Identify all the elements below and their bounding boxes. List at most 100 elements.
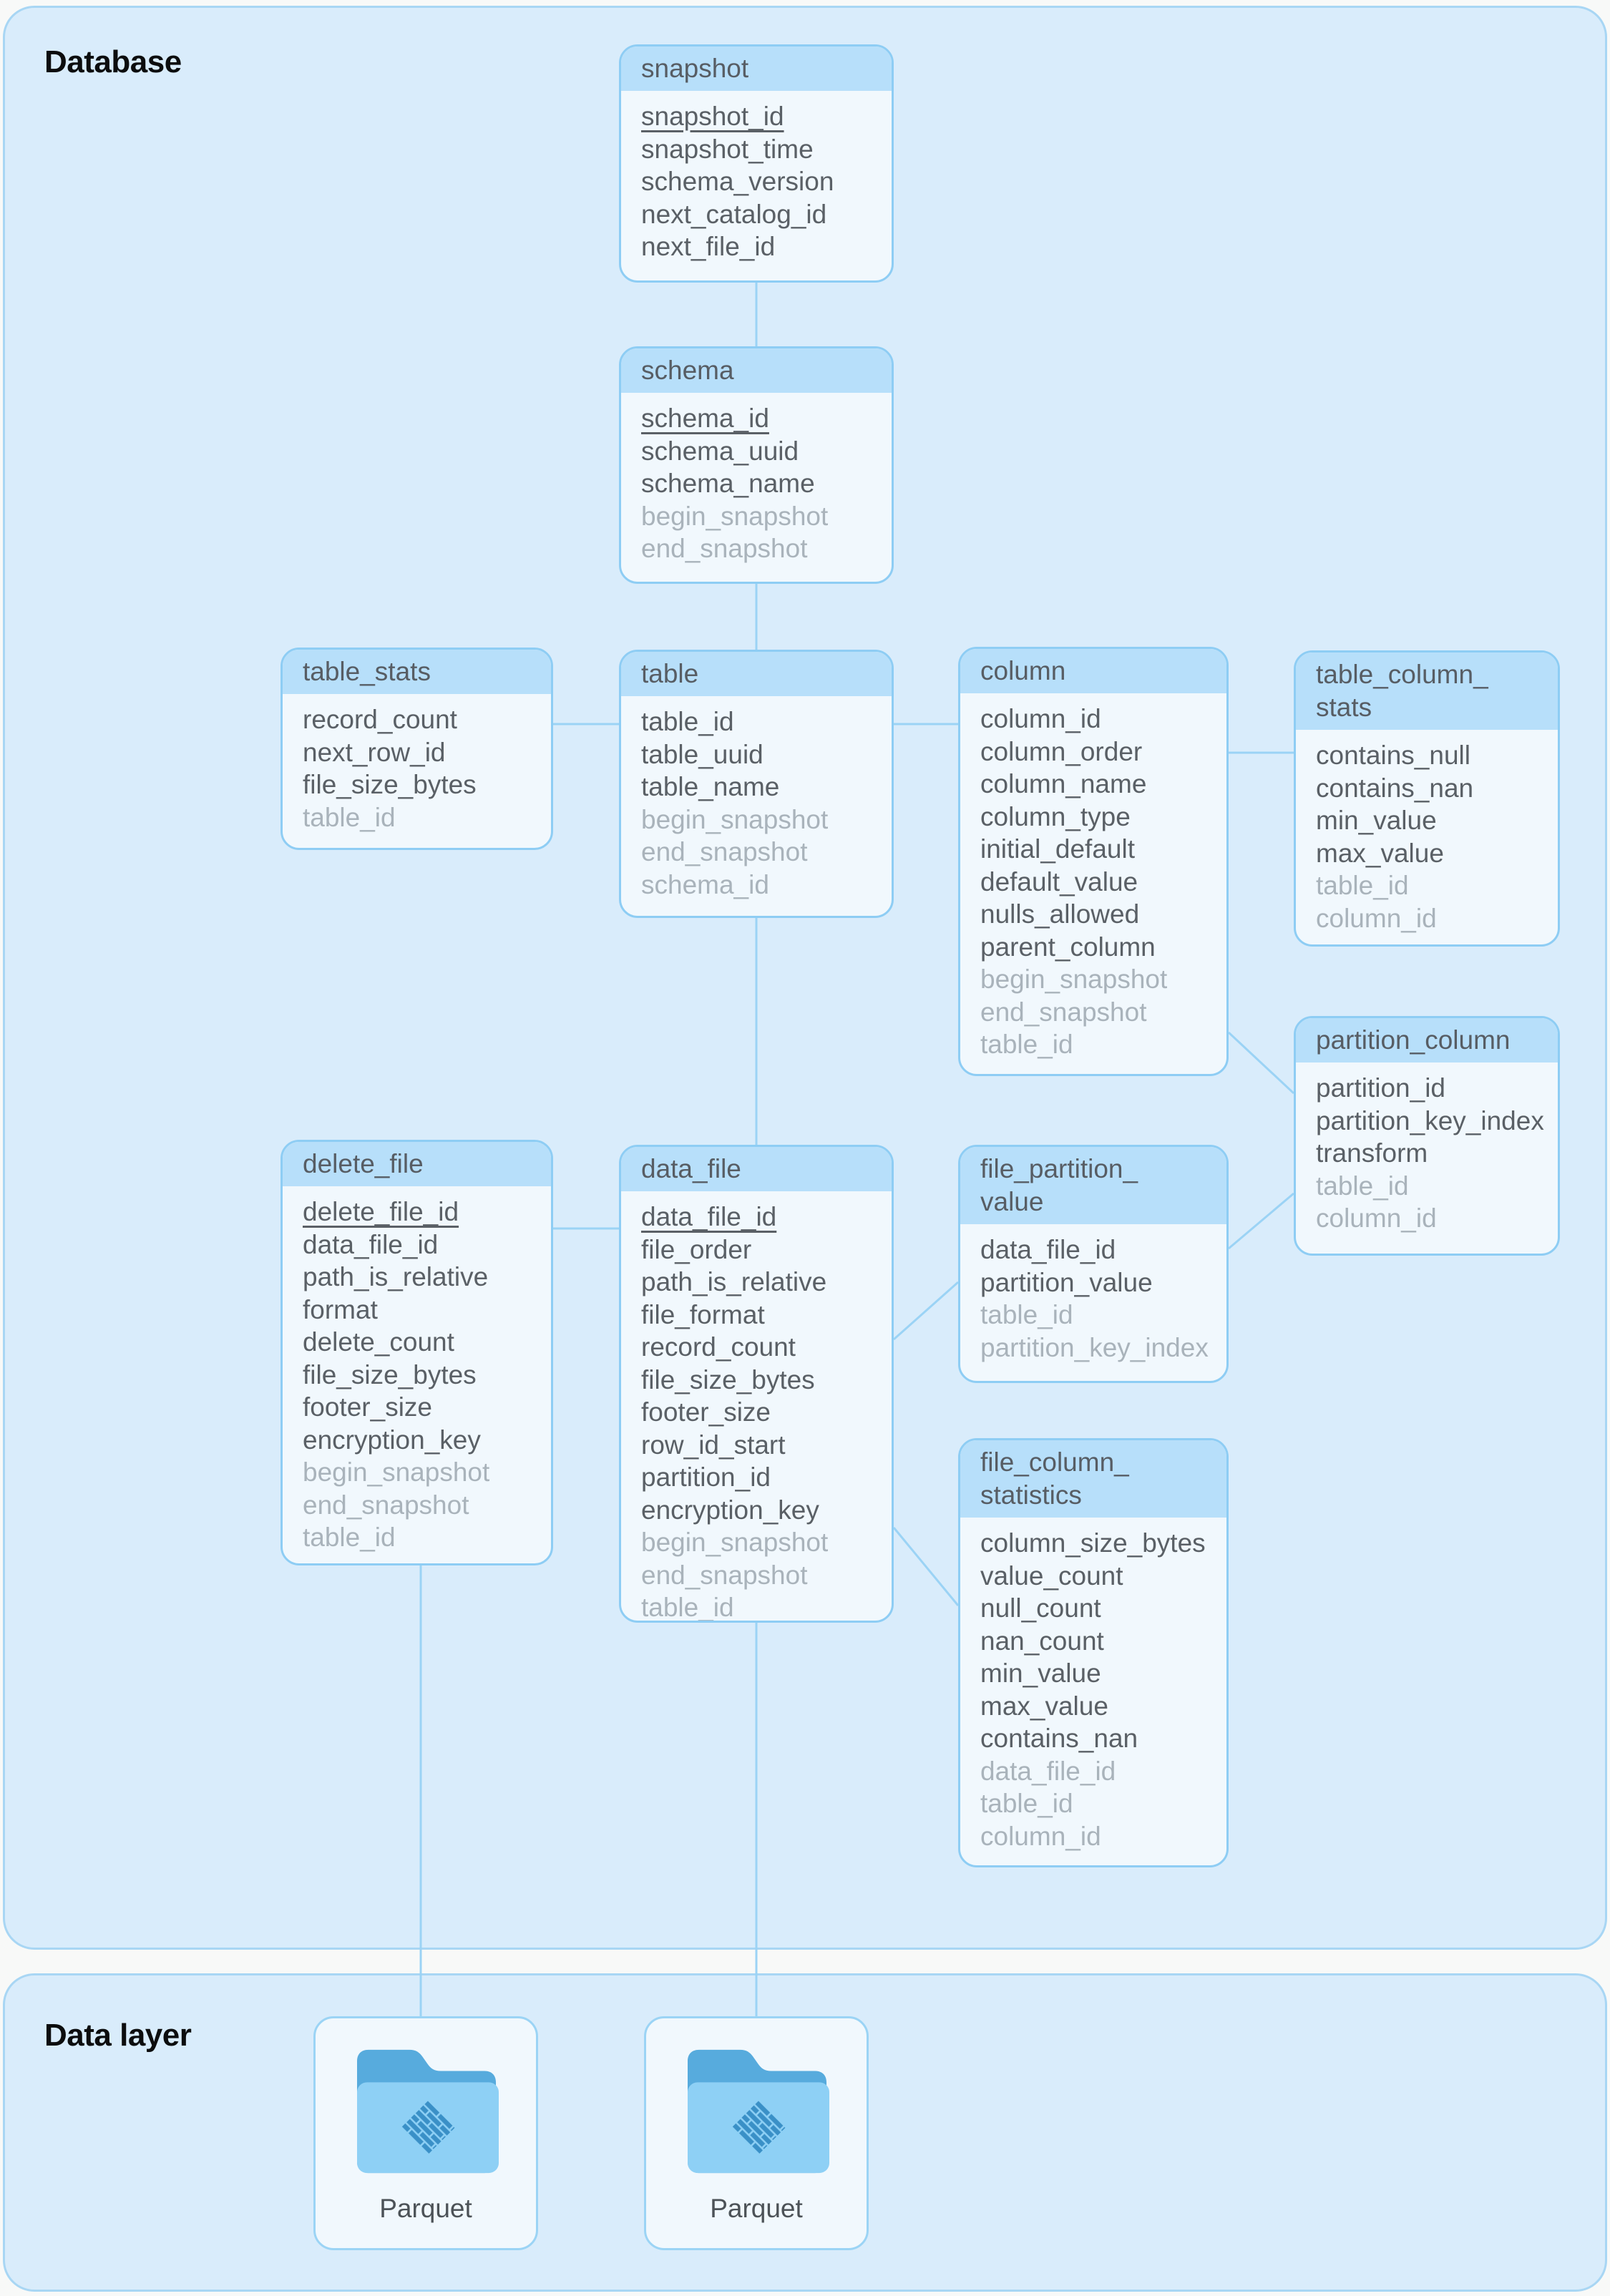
- field-table_stats-table_id: table_id: [303, 802, 396, 832]
- field-file_column_statistics-min_value: min_value: [980, 1659, 1101, 1688]
- field-column-end_snapshot: end_snapshot: [980, 997, 1147, 1027]
- field-table_column_stats-min_value: min_value: [1316, 806, 1437, 835]
- field-data_file-end_snapshot: end_snapshot: [641, 1560, 808, 1590]
- field-column-column_order: column_order: [980, 736, 1143, 766]
- entity-title: partition_column: [1296, 1018, 1558, 1062]
- field-file_column_statistics-max_value: max_value: [980, 1691, 1108, 1721]
- field-column-column_type: column_type: [980, 801, 1131, 831]
- field-snapshot-next_catalog_id: next_catalog_id: [641, 199, 827, 229]
- data-layer-title: Data layer: [44, 2018, 192, 2053]
- entity-title: table: [621, 652, 892, 696]
- field-file_column_statistics-data_file_id: data_file_id: [980, 1756, 1116, 1786]
- parquet-label: Parquet: [710, 2194, 803, 2223]
- field-data_file-partition_id: partition_id: [641, 1462, 771, 1492]
- entity-file_column_statistics: file_column_statistics column_size_bytes…: [958, 1438, 1229, 1867]
- field-file_column_statistics-column_id: column_id: [980, 1821, 1101, 1851]
- field-delete_file-footer_size: footer_size: [303, 1392, 432, 1422]
- field-data_file-table_id: table_id: [641, 1593, 734, 1622]
- database-title: Database: [44, 44, 182, 79]
- field-table-table_name: table_name: [641, 772, 780, 801]
- field-snapshot-snapshot_id: snapshot_id: [641, 102, 784, 131]
- field-data_file-file_size_bytes: file_size_bytes: [641, 1364, 815, 1394]
- entity-fields: column_id column_order column_name column_t…: [960, 693, 1226, 1061]
- field-schema-schema_uuid: schema_uuid: [641, 436, 799, 466]
- field-schema-schema_id: schema_id: [641, 404, 769, 433]
- field-file_column_statistics-null_count: null_count: [980, 1593, 1101, 1623]
- field-data_file-file_format: file_format: [641, 1299, 765, 1329]
- field-column-column_name: column_name: [980, 769, 1147, 798]
- field-snapshot-next_file_id: next_file_id: [641, 232, 776, 261]
- entity-title: table_column_stats: [1296, 653, 1558, 730]
- field-delete_file-path_is_relative: path_is_relative: [303, 1262, 489, 1291]
- field-file_partition_value-table_id: table_id: [980, 1300, 1073, 1329]
- entity-fields: schema_id schema_uuid schema_name begin_sna…: [621, 393, 892, 565]
- field-column-nulls_allowed: nulls_allowed: [980, 899, 1140, 929]
- field-table_stats-record_count: record_count: [303, 705, 457, 734]
- parquet-folder-icon: [357, 2049, 499, 2174]
- field-table-end_snapshot: end_snapshot: [641, 837, 808, 866]
- parquet-folder-card-1: Parquet: [313, 2016, 538, 2250]
- entity-title: data_file: [621, 1147, 892, 1191]
- field-column-column_id: column_id: [980, 704, 1101, 733]
- field-data_file-begin_snapshot: begin_snapshot: [641, 1528, 829, 1557]
- field-file_column_statistics-column_size_bytes: column_size_bytes: [980, 1528, 1206, 1558]
- parquet-folder-icon: [688, 2049, 829, 2174]
- entity-title: file_partition_value: [960, 1147, 1226, 1224]
- field-partition_column-column_id: column_id: [1316, 1203, 1437, 1233]
- field-delete_file-encryption_key: encryption_key: [303, 1425, 481, 1455]
- field-data_file-data_file_id: data_file_id: [641, 1202, 777, 1231]
- field-snapshot-snapshot_time: snapshot_time: [641, 134, 814, 164]
- field-column-begin_snapshot: begin_snapshot: [980, 964, 1168, 994]
- field-delete_file-begin_snapshot: begin_snapshot: [303, 1457, 490, 1487]
- parquet-logo: [401, 2101, 455, 2155]
- field-file_column_statistics-nan_count: nan_count: [980, 1626, 1104, 1656]
- field-file_column_statistics-contains_nan: contains_nan: [980, 1724, 1138, 1753]
- field-partition_column-partition_key_index: partition_key_index: [1316, 1105, 1544, 1135]
- field-schema-begin_snapshot: begin_snapshot: [641, 501, 829, 531]
- entity-title: table_stats: [283, 650, 551, 694]
- parquet-label: Parquet: [379, 2194, 472, 2223]
- field-schema-schema_name: schema_name: [641, 469, 815, 498]
- field-table-table_uuid: table_uuid: [641, 739, 763, 769]
- field-table_column_stats-table_id: table_id: [1316, 871, 1409, 900]
- field-delete_file-format: format: [303, 1294, 378, 1324]
- database-panel: [3, 6, 1607, 1950]
- field-table_stats-file_size_bytes: file_size_bytes: [303, 770, 477, 799]
- field-snapshot-schema_version: schema_version: [641, 167, 834, 196]
- entity-title: delete_file: [283, 1142, 551, 1186]
- field-table_column_stats-column_id: column_id: [1316, 903, 1437, 933]
- field-file_column_statistics-value_count: value_count: [980, 1560, 1123, 1591]
- field-delete_file-delete_count: delete_count: [303, 1327, 454, 1357]
- field-data_file-encryption_key: encryption_key: [641, 1495, 819, 1525]
- field-partition_column-partition_id: partition_id: [1316, 1073, 1446, 1103]
- field-column-initial_default: initial_default: [980, 834, 1135, 864]
- field-file_partition_value-partition_value: partition_value: [980, 1267, 1153, 1297]
- field-column-parent_column: parent_column: [980, 932, 1156, 962]
- field-column-default_value: default_value: [980, 866, 1138, 897]
- field-partition_column-table_id: table_id: [1316, 1171, 1409, 1201]
- field-partition_column-transform: transform: [1316, 1138, 1428, 1168]
- field-delete_file-end_snapshot: end_snapshot: [303, 1490, 469, 1520]
- field-table_stats-next_row_id: next_row_id: [303, 737, 446, 767]
- field-table-begin_snapshot: begin_snapshot: [641, 804, 829, 834]
- field-data_file-file_order: file_order: [641, 1234, 752, 1264]
- field-column-table_id: table_id: [980, 1030, 1073, 1059]
- field-data_file-footer_size: footer_size: [641, 1397, 771, 1427]
- entity-title: column: [960, 649, 1226, 693]
